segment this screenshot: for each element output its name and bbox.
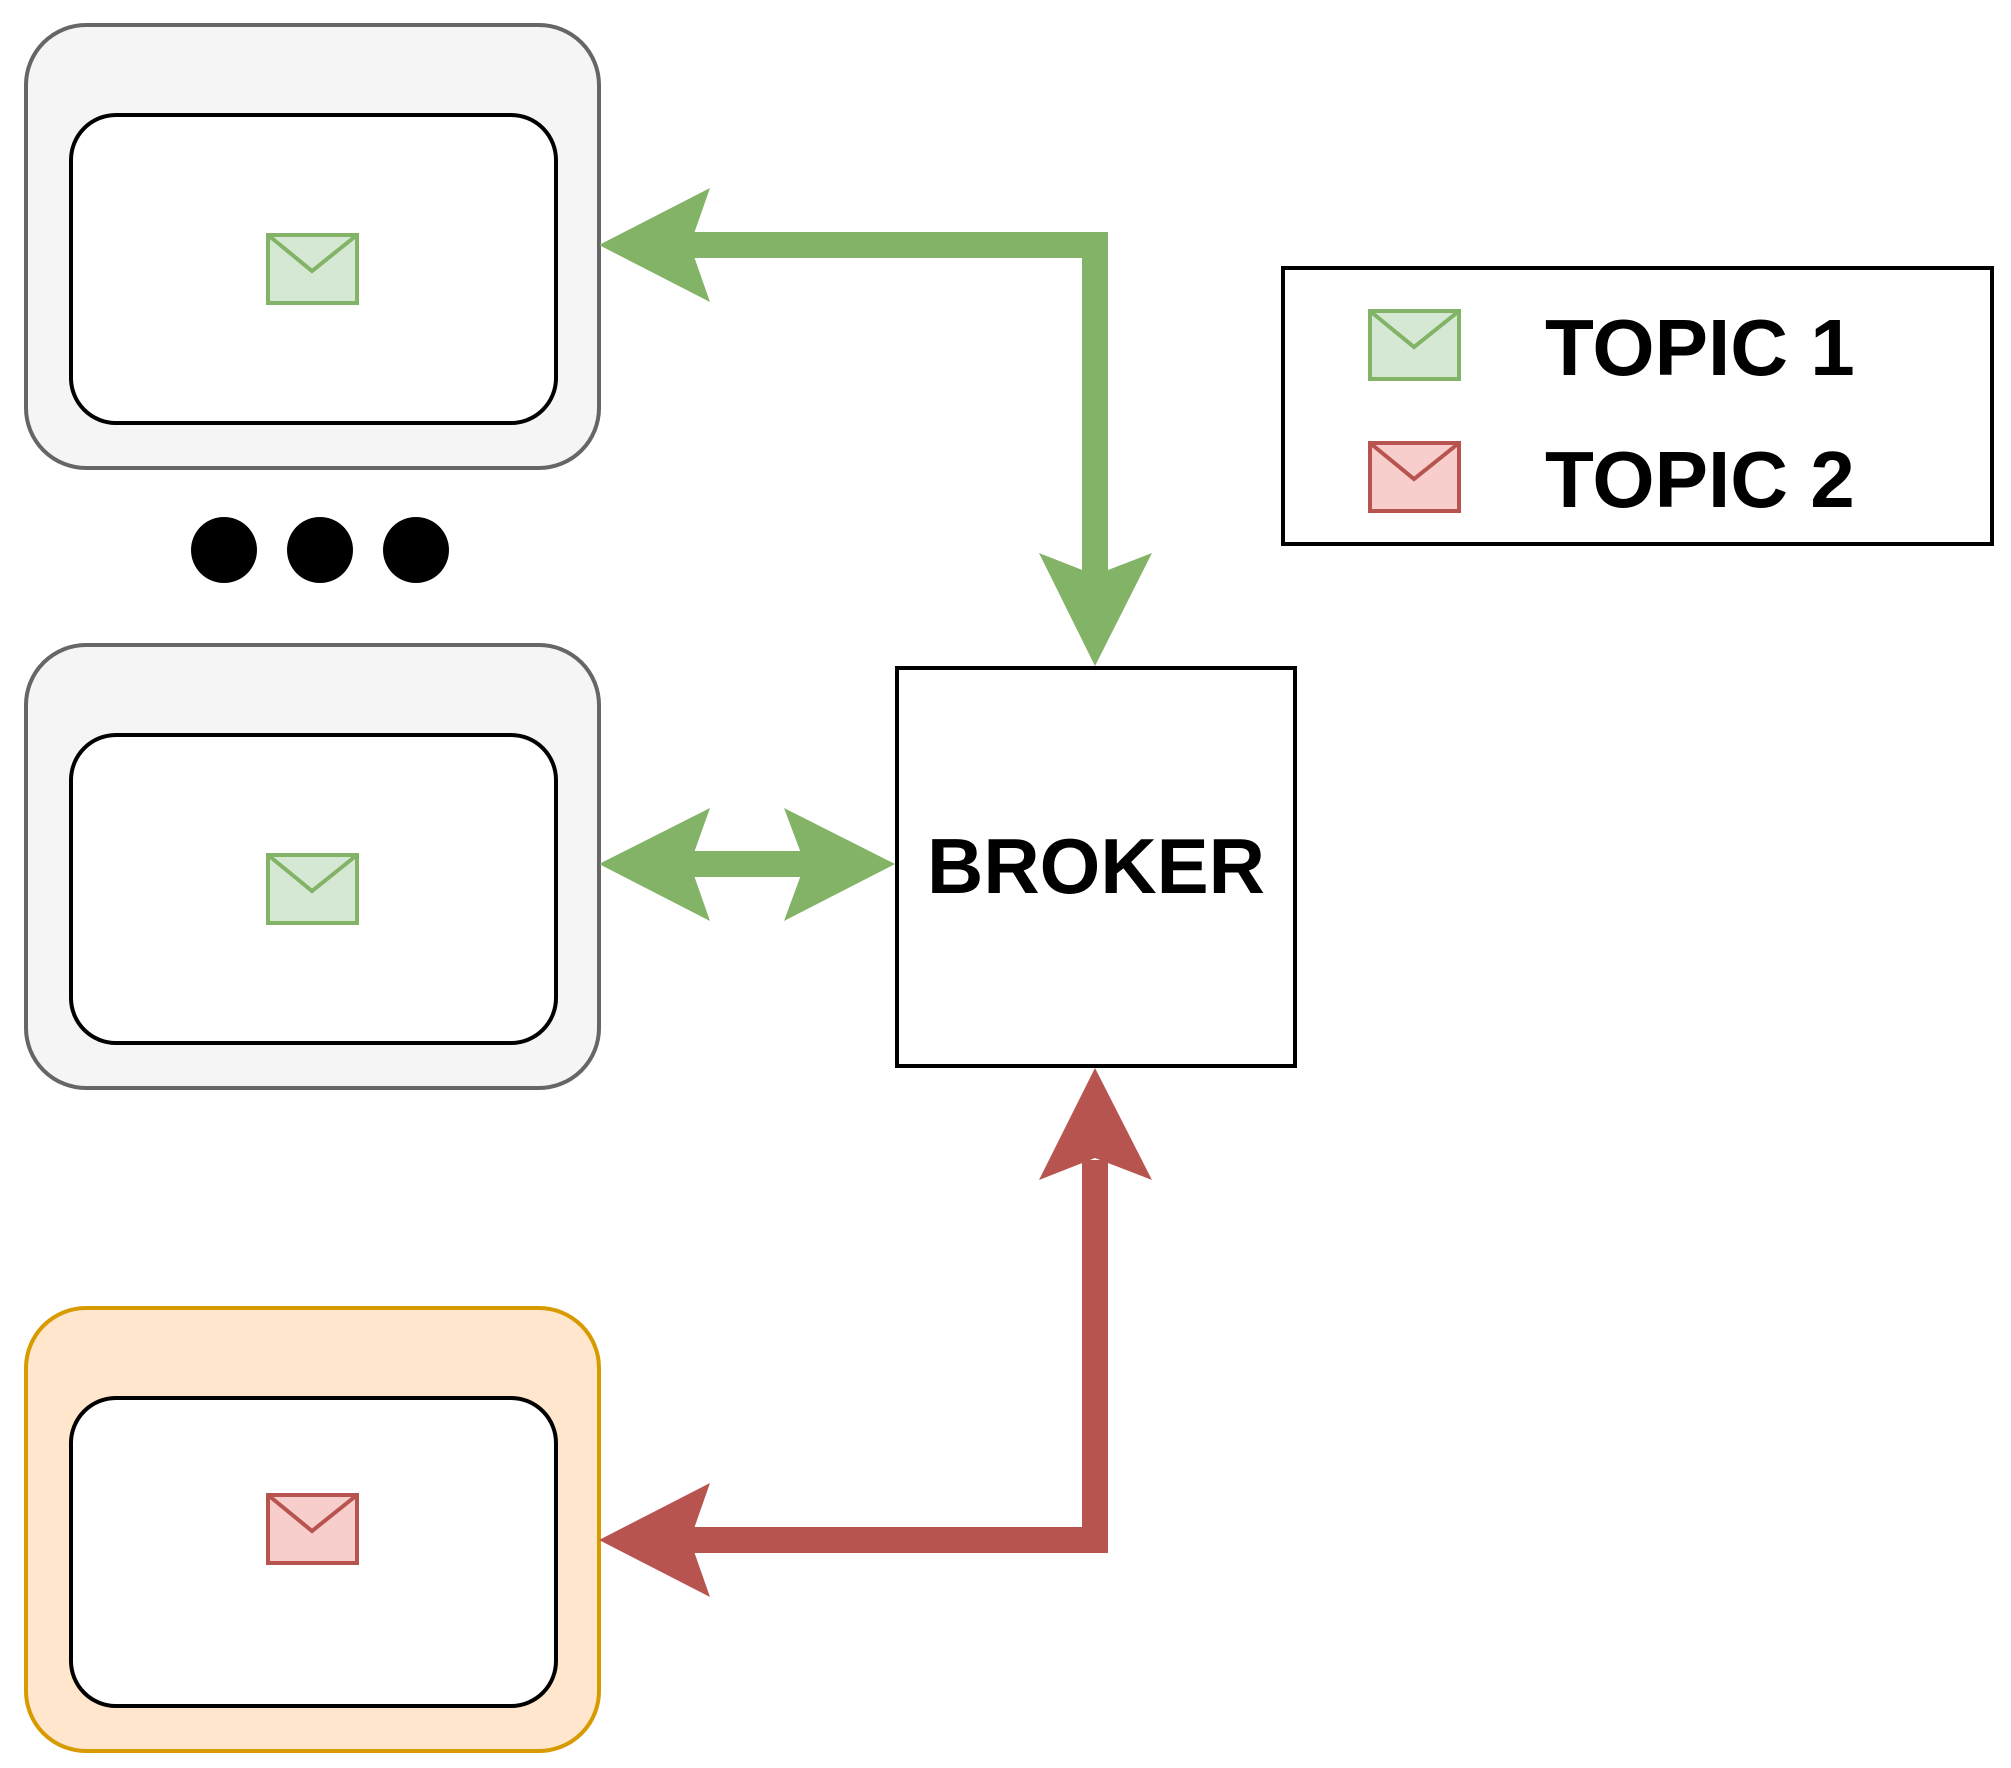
client-2 [24,643,601,1090]
broker: BROKER [895,666,1297,1068]
legend-label: TOPIC 1 [1545,303,1855,392]
envelope-icon [266,233,359,305]
broker-box [895,666,1297,1068]
arrowhead [599,808,710,921]
legend-item-topic-1: TOPIC 1 [1368,303,1855,392]
arrowhead [599,188,710,302]
broker-label: BROKER [927,822,1265,910]
arrowhead [1039,1068,1152,1180]
envelope-icon [266,1493,359,1565]
ellipsis-dot [191,517,257,583]
topic2-arrow-client3 [599,1068,1152,1597]
arrowhead [1039,553,1152,666]
legend: TOPIC 1 TOPIC 2 [1281,266,1994,546]
arrowhead [784,808,895,921]
legend-label: TOPIC 2 [1545,435,1855,524]
legend-item-topic-2: TOPIC 2 [1368,435,1855,524]
envelope-icon [1368,309,1461,381]
topic1-arrow-client2 [599,808,895,921]
client-1 [24,23,601,470]
envelope-icon [266,853,359,925]
ellipsis-dot [383,517,449,583]
ellipsis [191,517,449,583]
envelope-icon [1368,441,1461,513]
arrowhead [599,1483,710,1597]
topic1-arrow-client1 [599,188,1152,666]
ellipsis-dot [287,517,353,583]
client-3 [24,1306,601,1753]
